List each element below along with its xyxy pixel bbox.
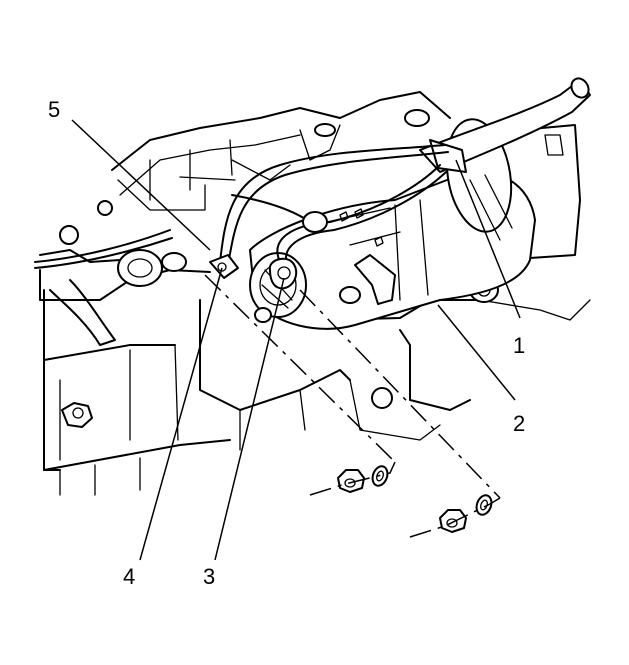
callout-1: 1 [513, 333, 525, 358]
leader-4 [139, 267, 223, 561]
callout-3: 3 [203, 564, 215, 589]
callout-2: 2 [513, 411, 525, 436]
callout-5: 5 [48, 97, 60, 122]
wiring-harness [34, 144, 449, 269]
callout-4: 4 [123, 564, 135, 589]
leader-2 [437, 304, 516, 401]
nut-washer-lower [439, 494, 493, 533]
block-bolt-left [61, 402, 93, 428]
leader-3 [214, 277, 285, 561]
explode-lines [204, 274, 501, 538]
callout-leaders [71, 119, 521, 561]
leader-5 [71, 119, 211, 251]
terminal-eyelet-small [209, 254, 239, 279]
nut-washer-upper [337, 465, 389, 493]
leader-1 [455, 159, 521, 319]
